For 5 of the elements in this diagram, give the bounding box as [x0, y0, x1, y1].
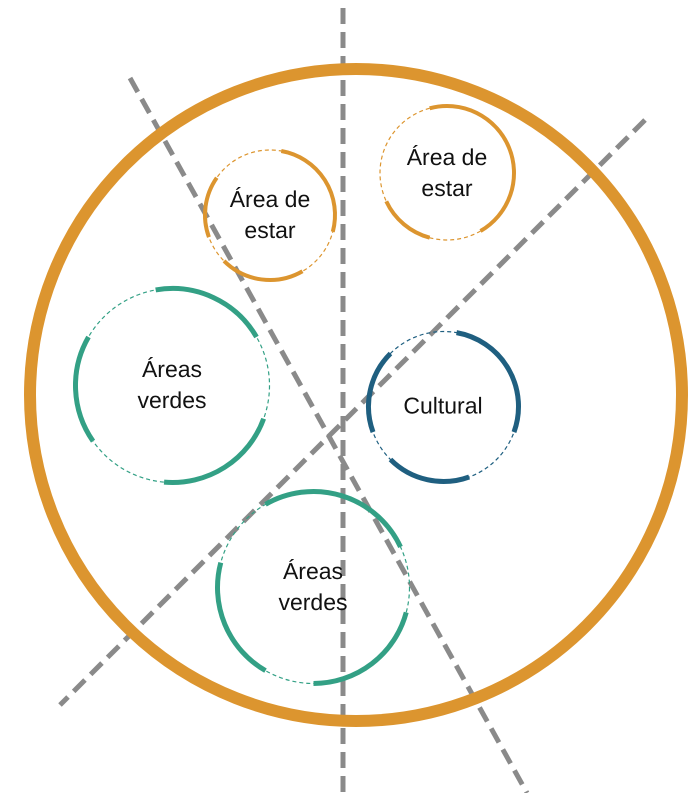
area-label: Áreas verdes [136, 354, 208, 415]
area-label: Cultural [402, 391, 484, 420]
area-label: Área de estar [406, 142, 488, 203]
area-label: Área de estar [228, 184, 312, 245]
area-label: Áreas verdes [277, 556, 349, 617]
